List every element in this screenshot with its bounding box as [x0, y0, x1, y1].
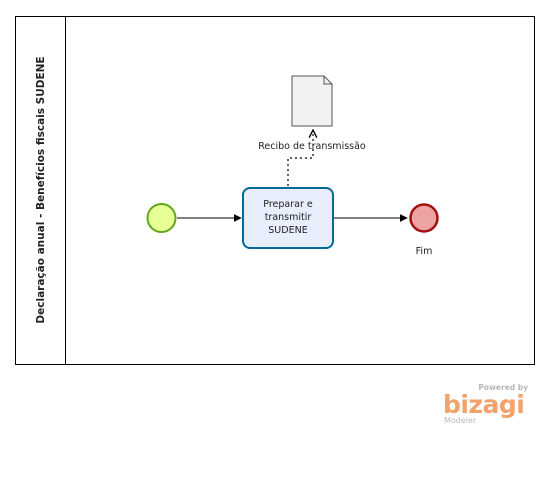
task-preparar-transmitir[interactable]: [242, 187, 334, 249]
task-label-line2: transmitir: [265, 212, 312, 223]
bizagi-logo: bizagi: [443, 390, 524, 419]
task-label-line1: Preparar e: [263, 199, 313, 210]
document-label: Recibo de transmissão: [258, 141, 366, 152]
task-label-line3: SUDENE: [268, 225, 307, 236]
pool-title: Declaração anual - Benefícios fiscais SU…: [35, 56, 47, 323]
document-icon[interactable]: [291, 75, 333, 127]
end-event-label: Fim: [416, 246, 433, 257]
start-event[interactable]: [146, 203, 177, 233]
end-event[interactable]: [409, 203, 439, 233]
association-task-to-document[interactable]: [287, 130, 313, 186]
powered-by-text: Powered by: [478, 383, 528, 392]
modeler-text: Modeler: [444, 416, 477, 425]
